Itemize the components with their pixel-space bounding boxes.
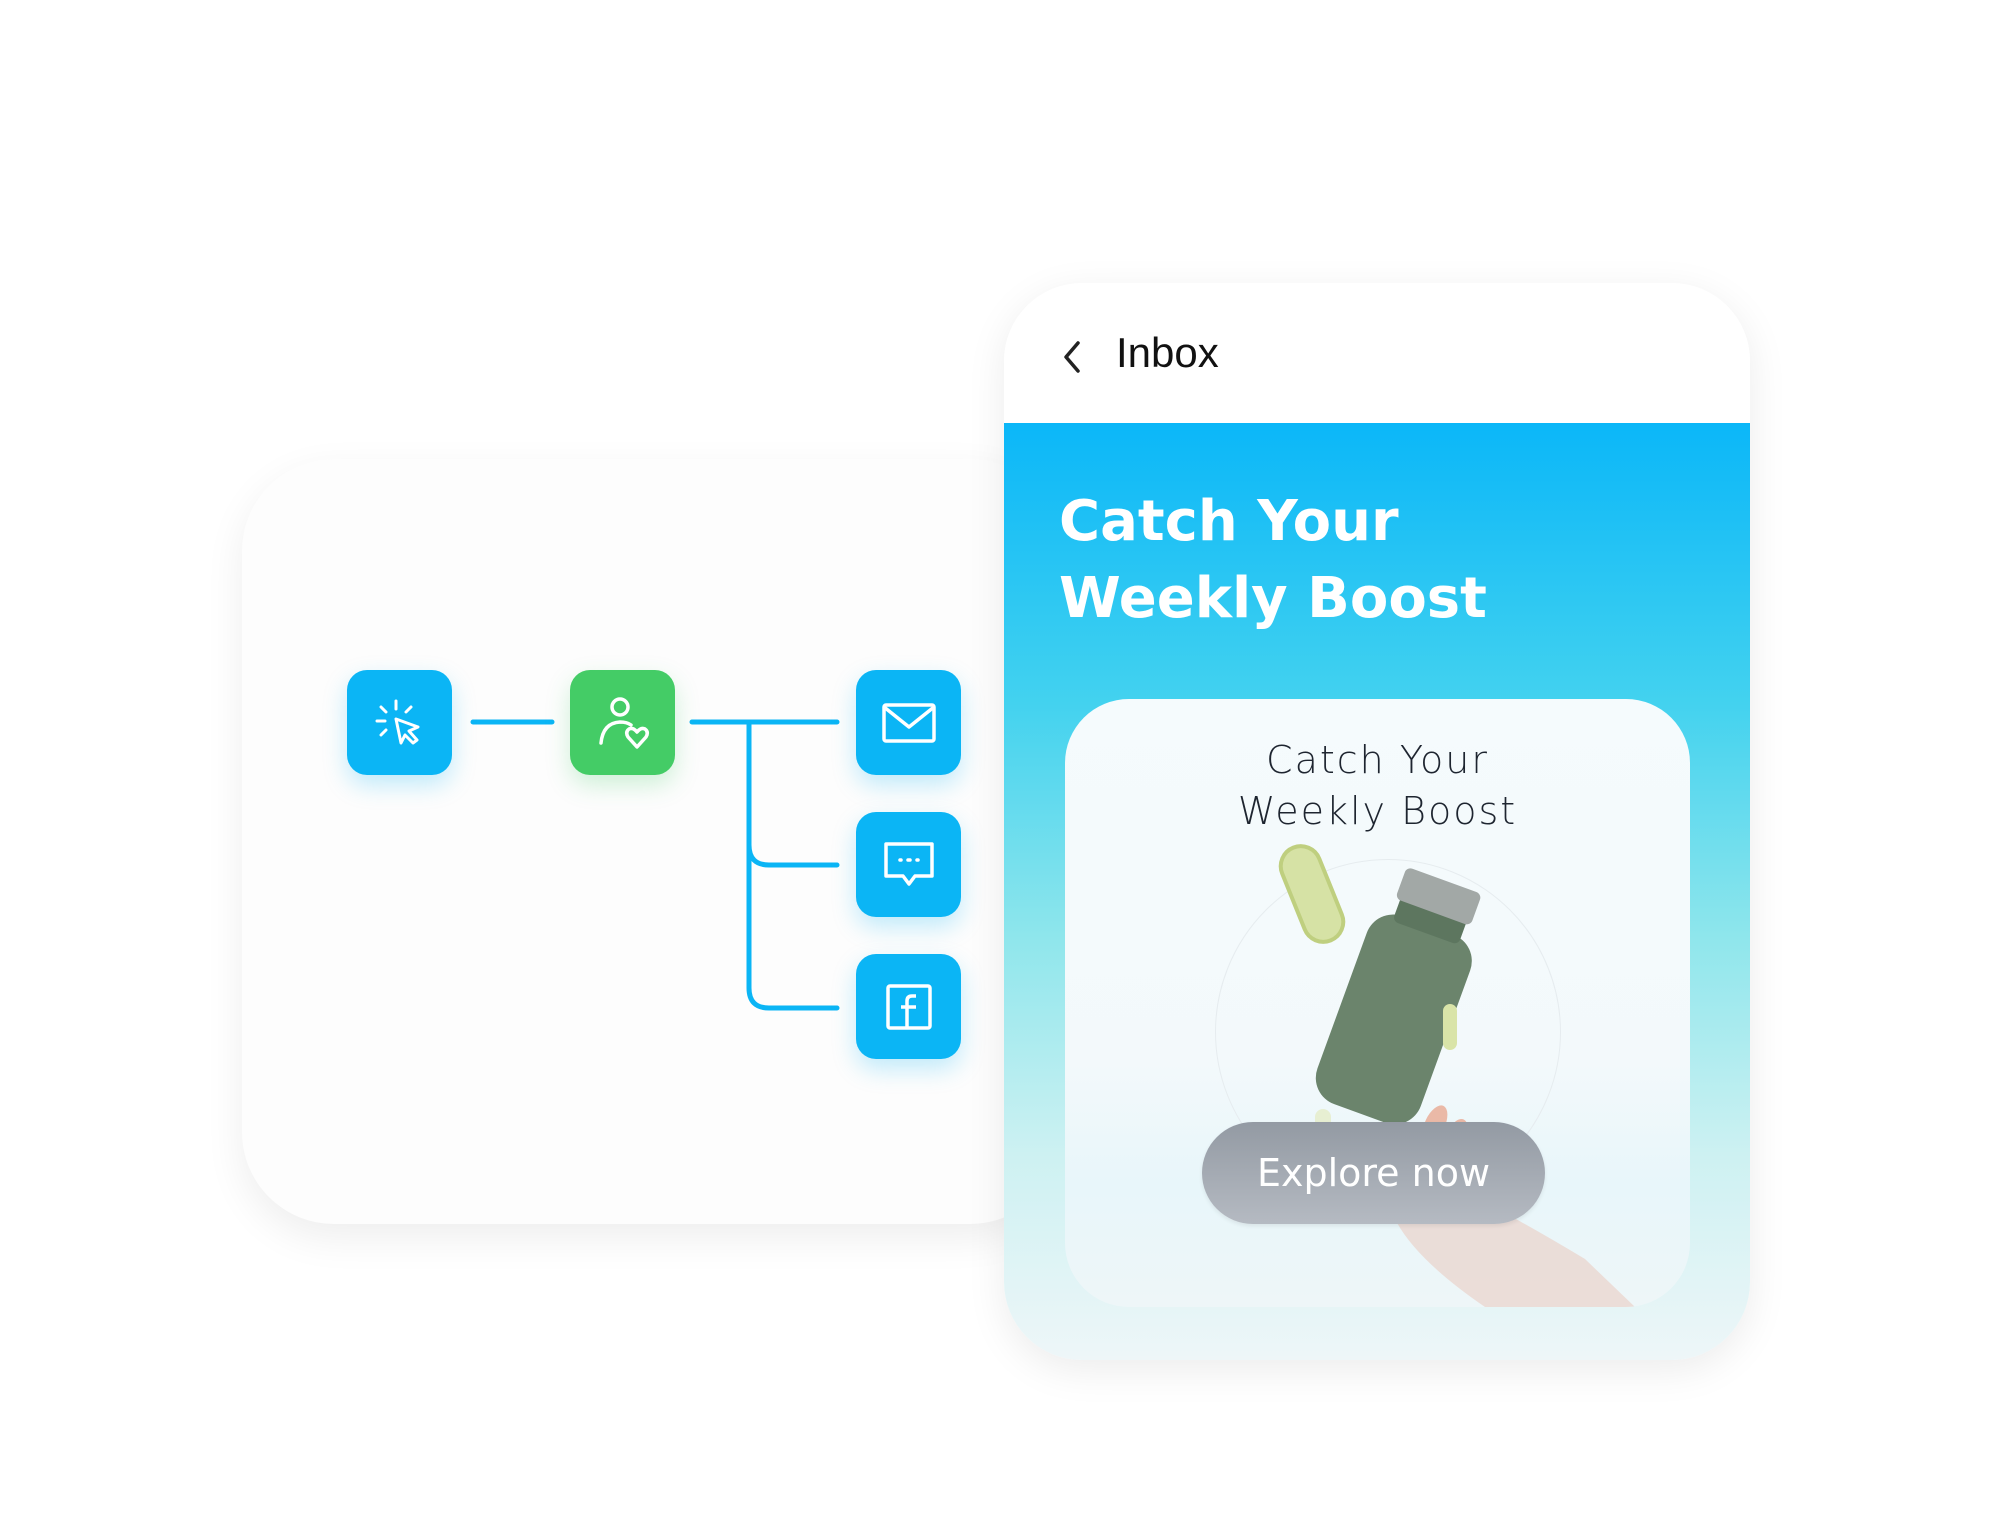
email-channel-node[interactable]	[856, 670, 961, 775]
promo-card: Catch Your Weekly Boost Explore now	[1065, 699, 1690, 1307]
click-cursor-icon	[375, 699, 419, 744]
chevron-left-icon[interactable]	[1054, 335, 1090, 379]
promo-message[interactable]: Catch Your Weekly Boost Catch Your Weekl…	[1004, 423, 1750, 1360]
promo-card-title-line1: Catch Your	[1266, 738, 1489, 782]
explore-now-button[interactable]: Explore now	[1202, 1122, 1545, 1224]
inbox-header: Inbox	[1004, 283, 1750, 423]
mail-icon	[881, 702, 936, 743]
segment-node[interactable]	[570, 670, 675, 775]
facebook-channel-node[interactable]	[856, 954, 961, 1059]
promo-headline: Catch Your Weekly Boost	[1059, 483, 1487, 637]
promo-card-title-line2: Weekly Boost	[1237, 789, 1518, 833]
facebook-icon	[885, 983, 932, 1030]
chat-message-icon	[883, 841, 934, 886]
promo-headline-line1: Catch Your	[1059, 489, 1399, 554]
promo-headline-line2: Weekly Boost	[1059, 566, 1487, 631]
inbox-title: Inbox	[1116, 329, 1219, 376]
sms-channel-node[interactable]	[856, 812, 961, 917]
trigger-node[interactable]	[347, 670, 452, 775]
promo-card-title: Catch Your Weekly Boost	[1065, 735, 1690, 837]
phone-inbox-preview: Inbox Catch Your Weekly Boost Catch Your…	[1004, 283, 1750, 1360]
user-heart-icon	[598, 696, 649, 749]
